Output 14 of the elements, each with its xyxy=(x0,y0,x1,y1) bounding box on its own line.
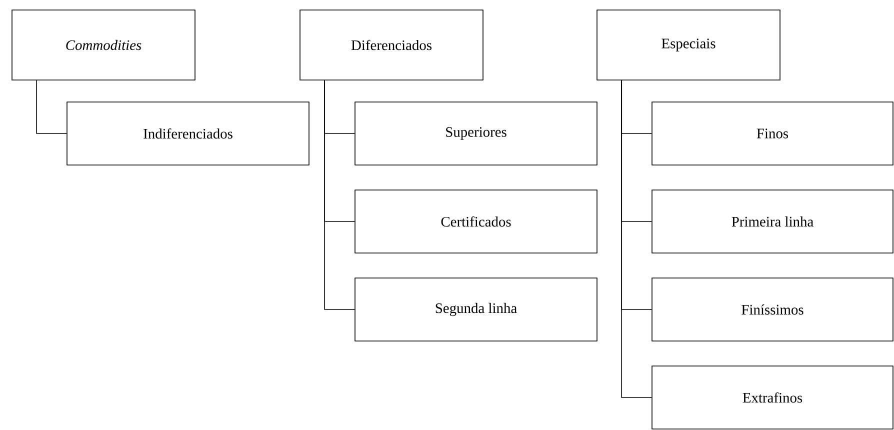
category-box: Finos xyxy=(652,102,894,166)
category-box: Especiais xyxy=(596,10,780,80)
category-box: Primeira linha xyxy=(652,190,894,254)
category-box: Segunda linha xyxy=(354,278,598,342)
category-box: Superiores xyxy=(354,102,598,166)
category-box: Indiferenciados xyxy=(66,102,310,166)
category-box: Commodities xyxy=(12,10,196,80)
connector-line xyxy=(324,80,355,310)
category-box: Diferenciados xyxy=(300,10,484,80)
category-box: Certificados xyxy=(354,190,598,254)
category-box: Finíssimos xyxy=(652,278,894,342)
category-box: Extrafinos xyxy=(652,366,894,430)
connector-line xyxy=(36,80,67,134)
connector-line xyxy=(621,80,652,398)
